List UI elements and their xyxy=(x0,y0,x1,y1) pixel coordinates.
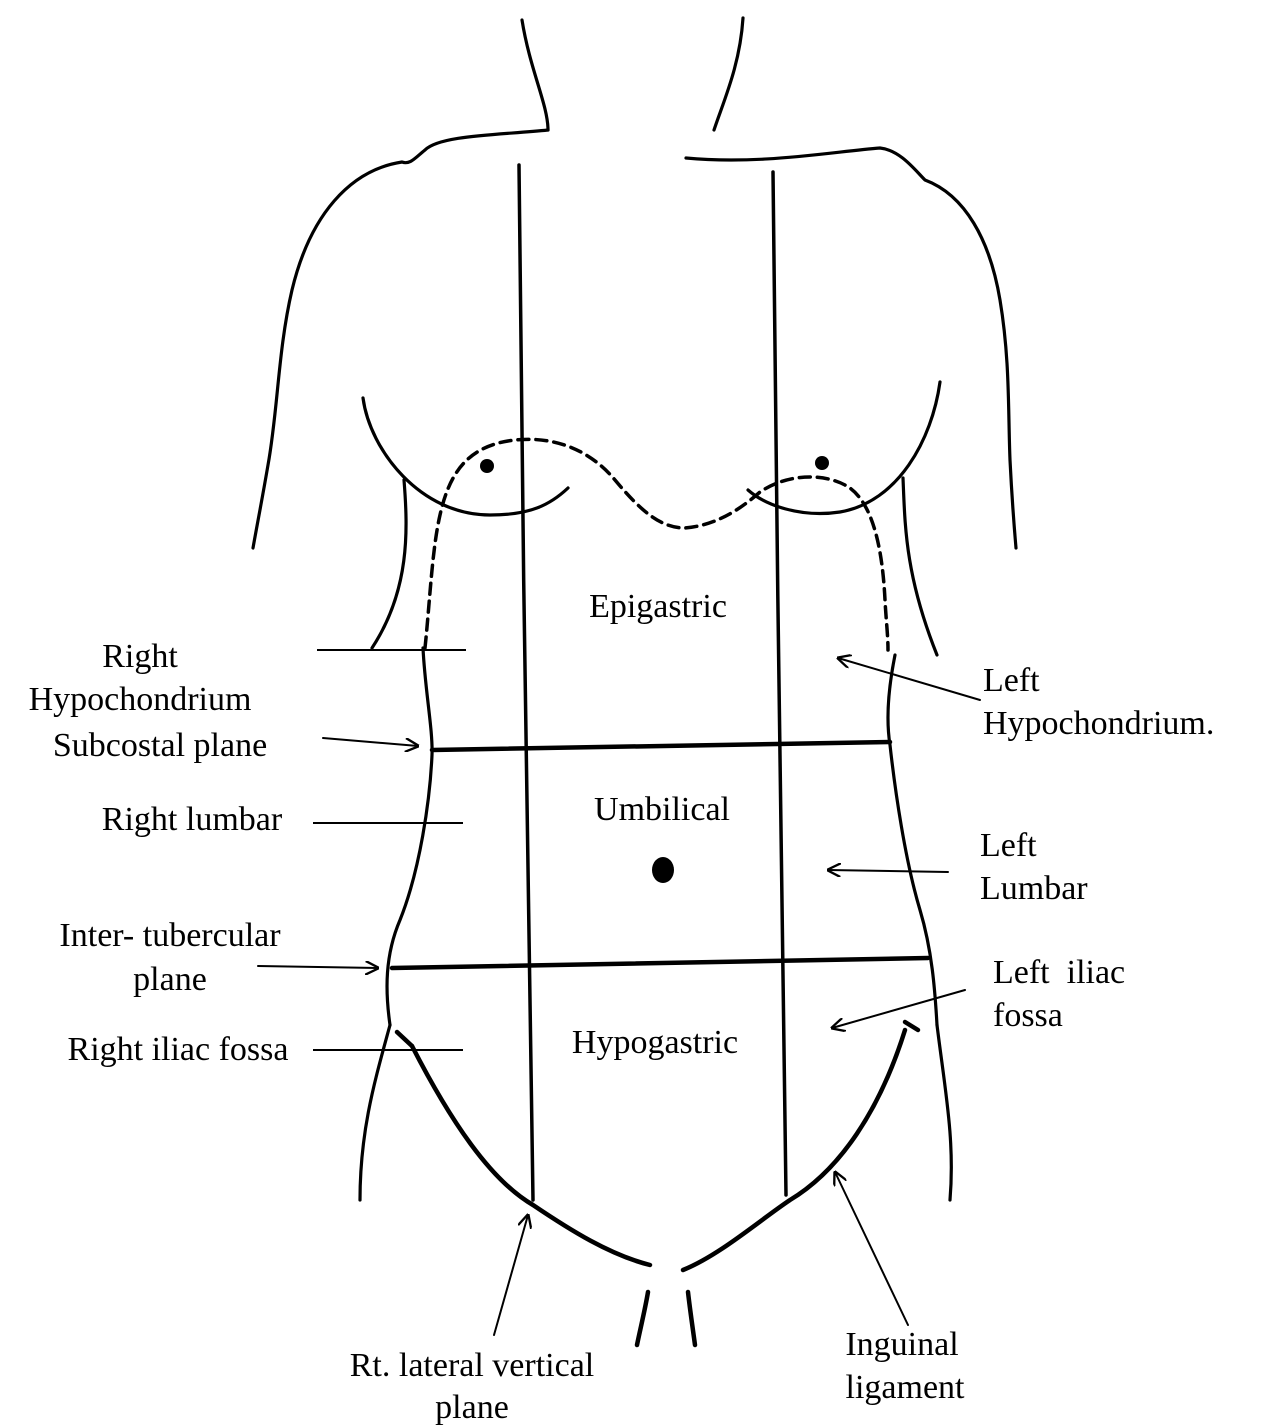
right-lateral-vertical-plane xyxy=(519,165,533,1200)
right-hypochondrium-label-1: Right xyxy=(102,638,178,675)
left-lumbar-arrow xyxy=(828,870,948,872)
right-lumbar-label: Right lumbar xyxy=(102,801,283,838)
right-iliac-fossa-label: Right iliac fossa xyxy=(68,1031,289,1068)
left-lumbar-label-1: Left xyxy=(980,827,1037,864)
inguinal-label-1: Inguinal xyxy=(845,1326,958,1363)
left-iliac-label-2: fossa xyxy=(993,997,1063,1034)
left-hypochondrium-arrow xyxy=(838,658,980,700)
intertubercular-arrow xyxy=(258,966,378,968)
epigastric-label: Epigastric xyxy=(589,588,727,625)
inguinal-label-2: ligament xyxy=(846,1369,966,1406)
right-hypochondrium-label-2: Hypochondrium xyxy=(29,681,252,718)
umbilical-label: Umbilical xyxy=(594,791,730,828)
rt-lateral-plane-label-2: plane xyxy=(435,1389,509,1426)
left-lateral-vertical-plane xyxy=(773,172,786,1195)
rt-lateral-plane-label-1: Rt. lateral vertical xyxy=(350,1347,595,1384)
subcostal-arrow xyxy=(323,738,418,746)
left-iliac-arrow xyxy=(832,990,965,1028)
hypogastric-label: Hypogastric xyxy=(572,1024,738,1061)
intertubercular-label-1: Inter- tubercular xyxy=(59,917,281,954)
intertubercular-plane-line xyxy=(392,958,928,968)
rt-lateral-plane-arrow xyxy=(494,1215,528,1335)
left-iliac-label-1: Left iliac xyxy=(993,954,1125,991)
left-lumbar-label-2: Lumbar xyxy=(980,870,1088,907)
left-inguinal-ligament xyxy=(683,1030,905,1270)
subcostal-plane-label: Subcostal plane xyxy=(53,727,267,764)
subcostal-plane-line xyxy=(432,742,890,750)
left-hypochondrium-label-2: Hypochondrium. xyxy=(983,705,1214,742)
left-hypochondrium-label-1: Left xyxy=(983,662,1040,699)
umbilicus-dot xyxy=(652,857,674,883)
right-nipple-dot xyxy=(815,456,829,470)
intertubercular-label-2: plane xyxy=(133,961,207,998)
left-nipple-dot xyxy=(480,459,494,473)
inguinal-arrow xyxy=(835,1172,908,1325)
